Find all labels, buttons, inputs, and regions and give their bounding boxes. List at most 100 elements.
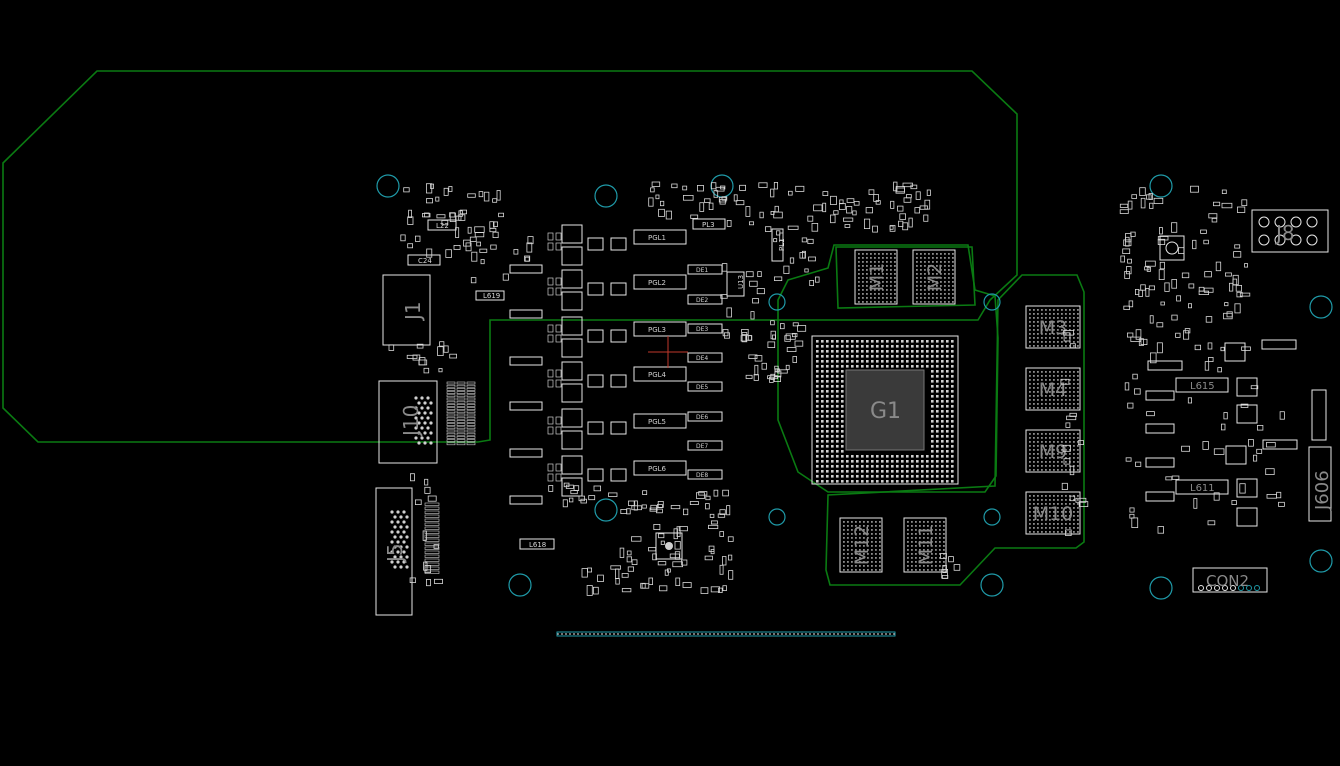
vram-ball xyxy=(907,557,909,559)
smd-part xyxy=(765,226,772,232)
j10-pin xyxy=(417,401,421,405)
vram-ball xyxy=(928,301,930,303)
resistor xyxy=(446,391,456,394)
smd-part xyxy=(642,490,648,496)
vram-ball xyxy=(1049,309,1051,311)
g1-ball xyxy=(941,360,944,363)
resistor xyxy=(456,413,466,417)
smd-part xyxy=(822,191,829,197)
smd-part xyxy=(547,426,554,435)
smd-part xyxy=(741,332,748,343)
g1-ball xyxy=(851,460,854,463)
smd-part xyxy=(1221,423,1226,431)
vram-ball xyxy=(1053,469,1055,471)
g1-ball xyxy=(931,365,934,368)
vram-ball xyxy=(1045,391,1047,393)
vram-ball xyxy=(859,537,861,539)
smd-part xyxy=(555,287,562,296)
smd-part xyxy=(674,541,681,550)
vram-label: M11 xyxy=(915,525,937,566)
g1-ball xyxy=(951,410,954,413)
vram-ball xyxy=(1033,321,1035,323)
g1-ball xyxy=(941,375,944,378)
resistor xyxy=(456,442,466,446)
smd-part xyxy=(547,369,554,378)
vram-ball xyxy=(1057,407,1059,409)
vram-ball xyxy=(843,521,845,523)
resistor xyxy=(424,554,440,558)
vram-ball xyxy=(1029,345,1031,347)
smd-part xyxy=(726,505,731,516)
smd-part xyxy=(788,190,793,196)
vram-ball xyxy=(943,549,945,551)
resistor xyxy=(424,550,440,554)
j10-pin xyxy=(417,411,421,415)
smd-part xyxy=(1175,332,1181,338)
inductor xyxy=(633,460,687,476)
g1-ball xyxy=(951,375,954,378)
j5-pin xyxy=(402,550,406,554)
vram-ball xyxy=(1073,325,1075,327)
vram-ball xyxy=(919,529,921,531)
smd-part xyxy=(1187,397,1193,404)
vram-ball xyxy=(1049,399,1051,401)
vram-ball xyxy=(1037,519,1039,521)
part-l618: L618 xyxy=(519,538,555,550)
smd-part xyxy=(875,200,881,205)
smd-part xyxy=(453,244,461,250)
g1-ball xyxy=(826,375,829,378)
capacitor xyxy=(509,356,543,366)
vram-chip xyxy=(854,249,898,305)
smd-part xyxy=(683,508,689,516)
vram-ball xyxy=(932,257,934,259)
smd-part xyxy=(1131,517,1139,529)
vram-ball xyxy=(1077,399,1079,401)
smd-part xyxy=(705,495,711,501)
smd-components xyxy=(388,181,1298,596)
g1-ball xyxy=(951,340,954,343)
vram-ball xyxy=(915,533,917,535)
resistor xyxy=(456,381,466,385)
vram-ball xyxy=(1033,399,1035,401)
j10-pin xyxy=(426,406,430,410)
vram-ball xyxy=(1037,495,1039,497)
vram-ball xyxy=(915,541,917,543)
vram-ball xyxy=(916,253,918,255)
vram-ball xyxy=(1049,379,1051,381)
vram-label: M9 xyxy=(1039,441,1067,463)
g1-ball xyxy=(936,440,939,443)
resistor xyxy=(446,404,456,407)
smd-part xyxy=(1069,412,1077,417)
vram-ball xyxy=(916,297,918,299)
g1-ball xyxy=(876,480,879,483)
vram-ball xyxy=(862,253,864,255)
smd-part xyxy=(1213,201,1221,207)
g1-ball xyxy=(841,375,844,378)
resistor xyxy=(446,426,456,430)
j5-pin xyxy=(396,550,400,554)
smd-part xyxy=(710,549,715,555)
vram-ball xyxy=(875,525,877,527)
g1-ball xyxy=(816,390,819,393)
vram-ball xyxy=(1029,383,1031,385)
vram-ball xyxy=(927,549,929,551)
g1-ball xyxy=(851,340,854,343)
vram-ball xyxy=(882,277,884,279)
smd-part xyxy=(872,225,878,233)
g1-ball xyxy=(856,355,859,358)
smd-part xyxy=(1225,272,1232,277)
g1-ball xyxy=(921,455,924,458)
resistor xyxy=(446,413,456,417)
vram-ball xyxy=(1033,371,1035,373)
smd-part xyxy=(479,248,488,253)
vram-ball xyxy=(1061,441,1063,443)
vram-ball xyxy=(919,561,921,563)
vram-ball xyxy=(1069,407,1071,409)
smd-part xyxy=(709,513,715,518)
smd-part xyxy=(726,307,732,318)
vram-ball xyxy=(952,301,954,303)
smd-part xyxy=(470,277,477,284)
vram-ball xyxy=(886,273,888,275)
vram-ball xyxy=(843,561,845,563)
g1-ball xyxy=(951,430,954,433)
